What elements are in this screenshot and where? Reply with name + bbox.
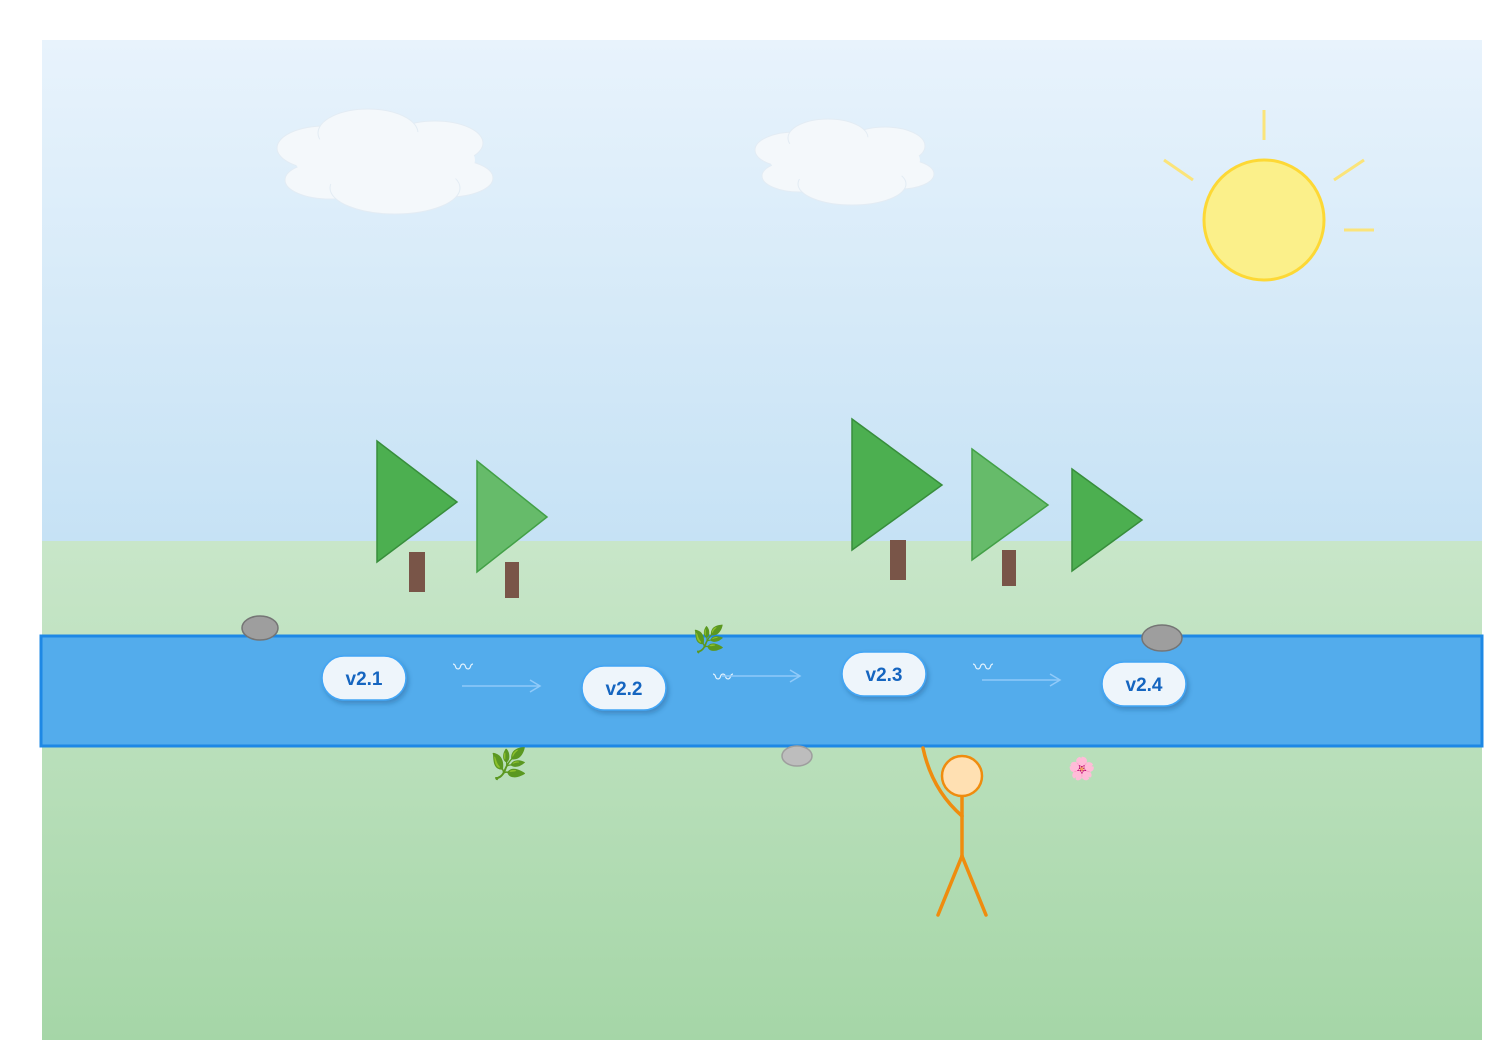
- flow-arrow-icon: [722, 669, 802, 683]
- version-label: v2.3: [866, 665, 903, 686]
- sky: [42, 40, 1482, 542]
- tree-icon: [1071, 467, 1144, 573]
- version-label: v2.2: [606, 679, 643, 700]
- flow-arrow-icon: [462, 679, 542, 693]
- grass: [42, 541, 1482, 1040]
- plant-icon: 🌿: [693, 624, 725, 654]
- tree-icon: [851, 417, 944, 580]
- stick-figure-icon: [921, 746, 988, 917]
- version-label: v2.4: [1126, 675, 1163, 696]
- river: [39, 634, 1484, 748]
- cloud-icon: [754, 118, 935, 206]
- wave-icon: 〰: [973, 657, 993, 679]
- plant-icon: 🌿: [490, 746, 527, 781]
- wave-icon: 〰: [713, 667, 733, 689]
- flow-arrow-icon: [982, 673, 1062, 687]
- tree-icon: [971, 447, 1050, 586]
- version-badge: v2.2: [581, 665, 667, 711]
- flower-icon: 🌸: [1068, 756, 1095, 781]
- stone-icon: [241, 615, 279, 641]
- version-badge: v2.1: [321, 655, 407, 701]
- sun-icon: [1163, 110, 1374, 282]
- tree-icon: [476, 459, 549, 598]
- version-label: v2.1: [346, 669, 383, 690]
- version-badge: v2.3: [841, 651, 927, 697]
- cloud-icon: [276, 108, 494, 215]
- stone-icon: [1141, 624, 1183, 652]
- version-badge: v2.4: [1101, 661, 1187, 707]
- wave-icon: 〰: [453, 657, 473, 679]
- tree-icon: [376, 439, 459, 592]
- stone-icon: [781, 745, 813, 767]
